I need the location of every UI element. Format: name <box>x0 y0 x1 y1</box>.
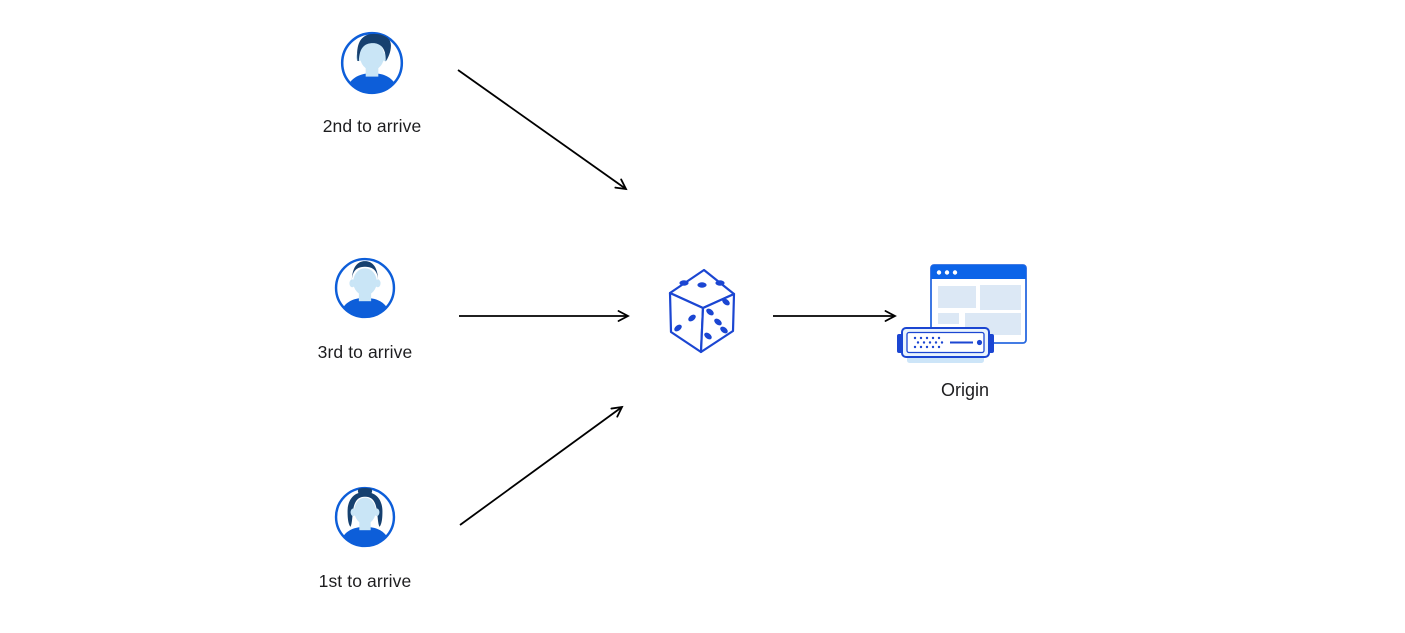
arrow-first-client-to-dice <box>459 405 624 526</box>
third-client-label: 3rd to arrive <box>317 342 413 362</box>
origin-label: Origin <box>940 380 989 400</box>
server-icon <box>897 327 994 363</box>
dice-node <box>668 268 736 354</box>
arrow-second-client-to-dice <box>457 69 628 191</box>
server-browser-icon <box>897 264 1027 363</box>
second-client-node <box>338 29 406 97</box>
third-client-node <box>332 255 398 321</box>
first-client-node <box>332 484 398 550</box>
second-client-label: 2nd to arrive <box>322 116 422 136</box>
man-short-hair-avatar <box>334 257 396 319</box>
woman-bun-avatar <box>334 486 396 548</box>
man-pompadour-avatar <box>340 31 404 95</box>
first-client-label: 1st to arrive <box>318 571 412 591</box>
dice-icon <box>668 268 736 354</box>
origin-node <box>894 260 1030 366</box>
